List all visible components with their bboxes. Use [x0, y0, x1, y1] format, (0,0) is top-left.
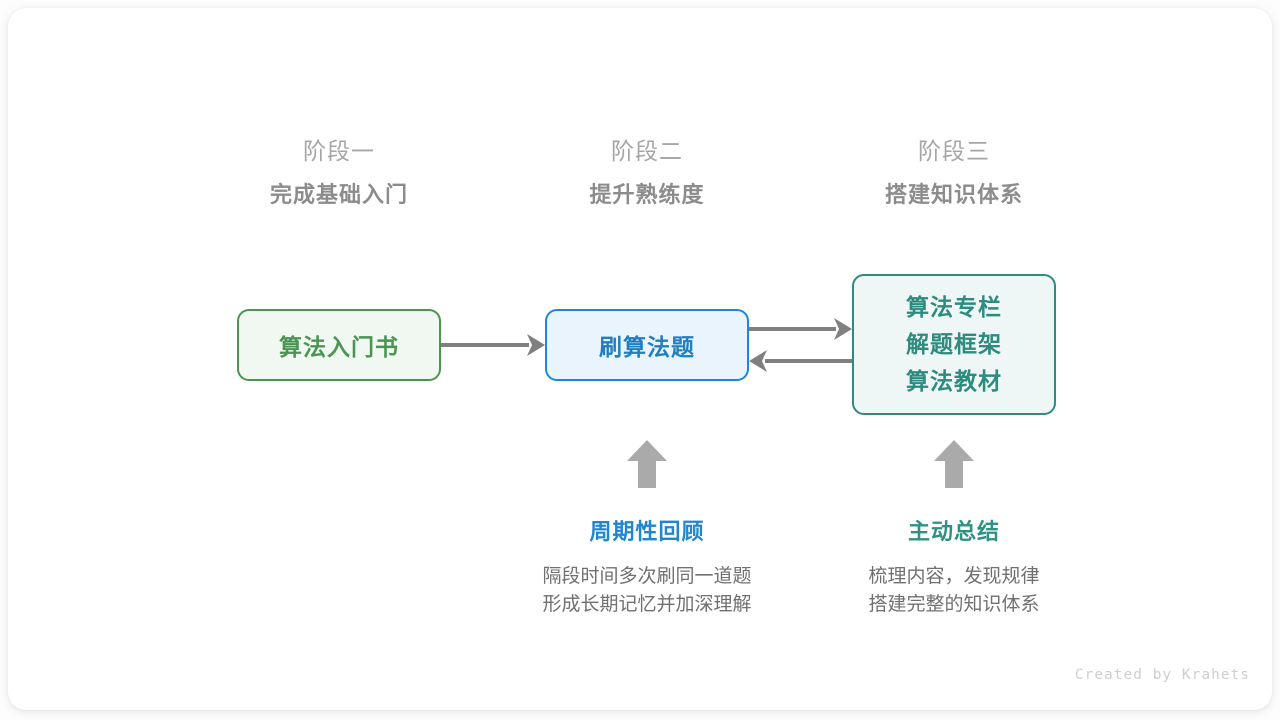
caption-title: 主动总结 [907, 519, 1000, 544]
diagram-canvas: 阶段一 完成基础入门 阶段二 提升熟练度 阶段三 搭建知识体系 算法入门书 刷算… [8, 8, 1272, 710]
phase-subtitle: 阶段一 [303, 138, 375, 164]
node-label-line-3: 算法教材 [906, 368, 1002, 394]
arrow-review-upward [627, 440, 667, 488]
caption-body: 梳理内容，发现规律 搭建完整的知识体系 [804, 563, 1104, 619]
arrow-summary-upward [934, 440, 974, 488]
phase-subtitle: 阶段二 [611, 138, 683, 164]
node-intro-book[interactable]: 算法入门书 [237, 309, 441, 381]
caption-body-line-2: 搭建完整的知识体系 [868, 594, 1040, 615]
caption-body-line-2: 形成长期记忆并加深理解 [542, 594, 752, 615]
node-practice-problems[interactable]: 刷算法题 [545, 309, 749, 381]
node-label: 算法入门书 [279, 334, 399, 360]
caption-body-line-1: 隔段时间多次刷同一道题 [542, 566, 752, 587]
caption-body-line-1: 梳理内容，发现规律 [868, 566, 1040, 587]
credit-text: Created by Krahets [1074, 667, 1250, 683]
phase-title: 搭建知识体系 [884, 182, 1023, 207]
caption-title: 周期性回顾 [589, 519, 705, 544]
phase-header-3: 阶段三 搭建知识体系 [824, 136, 1084, 210]
caption-periodic-review: 周期性回顾 隔段时间多次刷同一道题 形成长期记忆并加深理解 [497, 518, 797, 619]
phase-subtitle: 阶段三 [918, 138, 990, 164]
caption-body: 隔段时间多次刷同一道题 形成长期记忆并加深理解 [497, 563, 797, 619]
node-label-line-1: 算法专栏 [906, 294, 1002, 320]
phase-header-1: 阶段一 完成基础入门 [209, 136, 469, 210]
arrow-practice-to-resources [749, 318, 852, 340]
phase-title: 完成基础入门 [269, 182, 408, 207]
arrow-book-to-practice [441, 334, 545, 356]
phase-title: 提升熟练度 [589, 182, 705, 207]
node-label-line-2: 解题框架 [906, 331, 1002, 357]
node-label: 刷算法题 [599, 334, 695, 360]
caption-active-summary: 主动总结 梳理内容，发现规律 搭建完整的知识体系 [804, 518, 1104, 619]
phase-header-2: 阶段二 提升熟练度 [517, 136, 777, 210]
arrow-resources-to-practice [749, 350, 852, 372]
node-learning-resources[interactable]: 算法专栏 解题框架 算法教材 [852, 274, 1056, 415]
